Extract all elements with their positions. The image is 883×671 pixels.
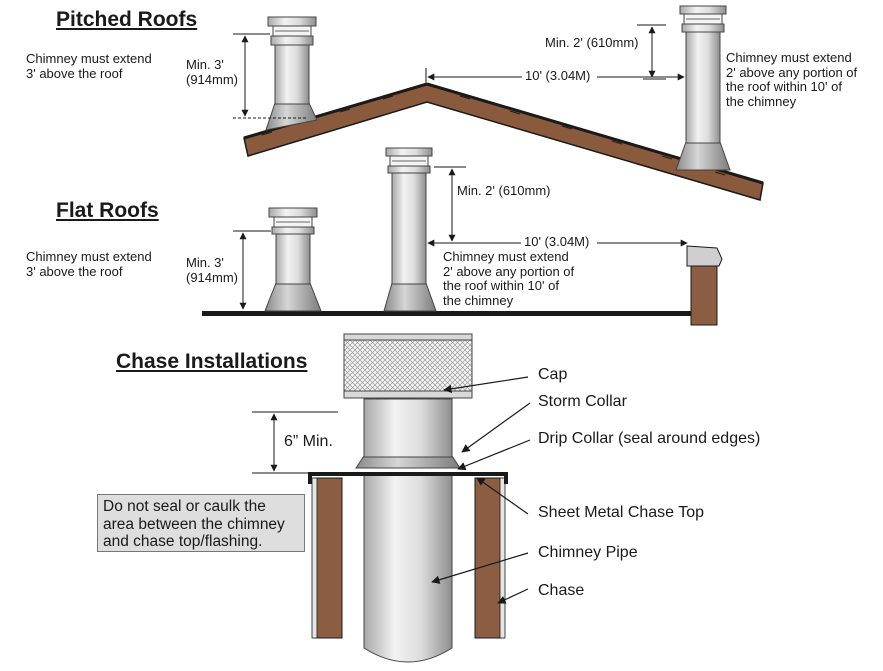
label-chase: Chase (538, 582, 585, 599)
pitched-right-chimney (675, 5, 731, 171)
flat-right-note: Chimney must extend 2' above any portion… (443, 249, 575, 308)
label-sheet-metal-chase-top: Sheet Metal Chase Top (538, 504, 705, 521)
flat-left-note: Chimney must extend 3' above the roof (26, 249, 152, 279)
pitched-min3-label: Min. 3' (914mm) (186, 57, 239, 87)
pitched-left-chimney (265, 16, 318, 131)
heading-chase-installations: Chase Installations (116, 350, 308, 373)
pitched-left-dimension (233, 33, 306, 119)
label-cap: Cap (538, 366, 568, 383)
chase-dimension (252, 411, 356, 474)
flat-roof (202, 245, 723, 326)
pitched-right-note: Chimney must extend 2' above any portion… (726, 50, 858, 109)
pitched-right-dimension (425, 24, 685, 84)
flat-left-chimney (264, 207, 322, 312)
pitched-distance-label: 10' (3.04M) (525, 68, 591, 83)
chase-caution-note: Do not seal or caulk the area between th… (97, 494, 305, 552)
chase-leader-lines (431, 376, 531, 604)
heading-pitched-roofs: Pitched Roofs (56, 8, 198, 31)
label-storm-collar: Storm Collar (538, 393, 627, 410)
pitched-min2-label: Min. 2' (610mm) (545, 35, 639, 50)
flat-min2-label: Min. 2' (610mm) (457, 183, 551, 198)
pitched-left-note: Chimney must extend 3' above the roof (26, 51, 152, 81)
flat-min3-label: Min. 3' (914mm) (186, 255, 239, 285)
heading-flat-roofs: Flat Roofs (56, 199, 159, 222)
flat-distance-label: 10' (3.04M) (524, 234, 590, 249)
flat-center-dimension (427, 166, 688, 247)
chase-installation-drawing (308, 333, 508, 663)
chase-min-height-label: 6” Min. (284, 433, 333, 450)
label-drip-collar: Drip Collar (seal around edges) (538, 430, 761, 447)
label-chimney-pipe: Chimney Pipe (538, 544, 638, 561)
flat-center-chimney (383, 147, 437, 312)
flat-left-dimension (233, 230, 271, 310)
